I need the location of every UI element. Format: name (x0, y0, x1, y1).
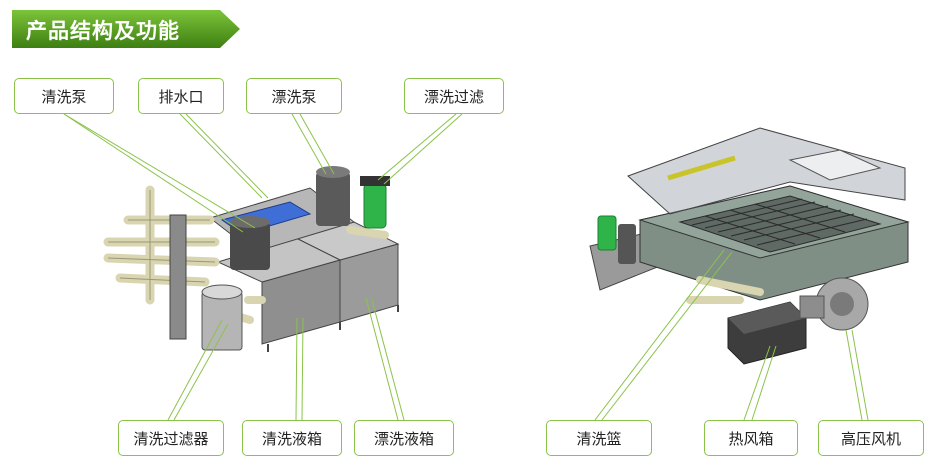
label-wash-pump: 清洗泵 (14, 78, 114, 114)
label-wash-tank: 清洗液箱 (242, 420, 342, 456)
label-wash-basket: 清洗篮 (546, 420, 652, 456)
leader-lines (63, 113, 869, 421)
left-machine (103, 166, 400, 352)
label-wash-filter: 清洗过滤器 (118, 420, 224, 456)
right-machine (589, 127, 910, 365)
section-banner (12, 10, 240, 48)
label-high-pressure-blower: 高压风机 (818, 420, 924, 456)
label-drain-outlet: 排水口 (138, 78, 224, 114)
section-title: 产品结构及功能 (26, 19, 180, 43)
label-rinse-tank: 漂洗液箱 (354, 420, 454, 456)
label-hot-air-box: 热风箱 (704, 420, 798, 456)
label-rinse-pump: 漂洗泵 (246, 78, 342, 114)
label-rinse-filter: 漂洗过滤 (404, 78, 504, 114)
